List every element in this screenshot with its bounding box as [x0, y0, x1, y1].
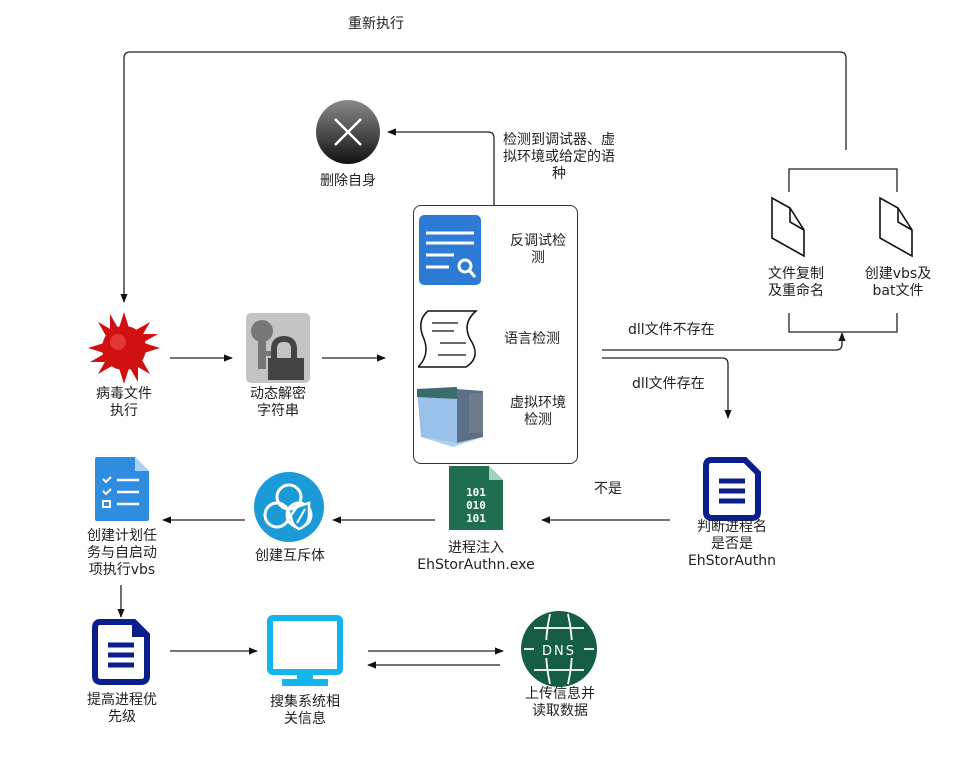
- mutex-label: 创建互斥体: [255, 548, 325, 564]
- dns-text: DNS: [542, 644, 576, 659]
- edge-rerun: [120, 51, 847, 303]
- create-file-icon: [879, 196, 913, 258]
- monitor-icon: [267, 615, 343, 686]
- vm-computer-icon: [417, 387, 483, 447]
- anti-debug-icon: [419, 215, 481, 285]
- document-lines-icon: [703, 457, 761, 521]
- edge-label-dll-exists: dll文件存在: [632, 376, 705, 392]
- check-process-label: 判断进程名 是否是 EhStorAuthn: [687, 519, 777, 569]
- edge-label-rerun: 重新执行: [348, 16, 404, 32]
- binary-row-2: 010: [466, 499, 486, 512]
- edge-label-detected: 检测到调试器、虚 拟环境或给定的语 种: [503, 132, 615, 182]
- binary-file-icon: 101 010 101: [449, 466, 503, 530]
- bracket-top: [788, 168, 898, 192]
- biohazard-shield-icon: [254, 472, 324, 542]
- delete-self-label: 删除自身: [320, 173, 376, 189]
- file-copy-icon: [771, 196, 805, 258]
- upload-label: 上传信息并 读取数据: [525, 686, 595, 719]
- anti-debug-label: 反调试检 测: [510, 233, 566, 266]
- virus-icon: [88, 312, 160, 384]
- decrypt-label: 动态解密 字符串: [250, 386, 306, 419]
- binary-row-1: 101: [466, 486, 486, 499]
- binary-row-3: 101: [466, 512, 486, 525]
- virus-exec-label: 病毒文件 执行: [96, 386, 152, 419]
- collect-label: 搜集系统相 关信息: [270, 694, 340, 727]
- key-lock-icon: [246, 313, 310, 383]
- edge-detected: [387, 128, 495, 205]
- delete-self-icon: [316, 100, 380, 164]
- bracket-bottom: [788, 313, 898, 333]
- copy-rename-label: 文件复制 及重命名: [768, 266, 824, 299]
- language-scroll-icon: [418, 310, 479, 368]
- vm-check-label: 虚拟环境 检测: [510, 395, 566, 428]
- create-vbs-label: 创建vbs及 bat文件: [864, 266, 932, 299]
- edge-dll-missing: [602, 332, 846, 351]
- priority-doc-icon: [92, 619, 150, 685]
- edge-dll-exists: [602, 357, 732, 419]
- edge-label-not-match: 不是: [594, 481, 622, 497]
- edge-label-dll-missing: dll文件不存在: [628, 322, 715, 338]
- schedule-label: 创建计划任 务与自启动 项执行vbs: [87, 528, 157, 578]
- inject-label: 进程注入 EhStorAuthn.exe: [417, 540, 535, 573]
- language-check-label: 语言检测: [504, 331, 560, 347]
- dns-globe-icon: DNS: [521, 611, 597, 687]
- priority-label: 提高进程优 先级: [87, 692, 157, 725]
- checklist-doc-icon: [95, 457, 149, 521]
